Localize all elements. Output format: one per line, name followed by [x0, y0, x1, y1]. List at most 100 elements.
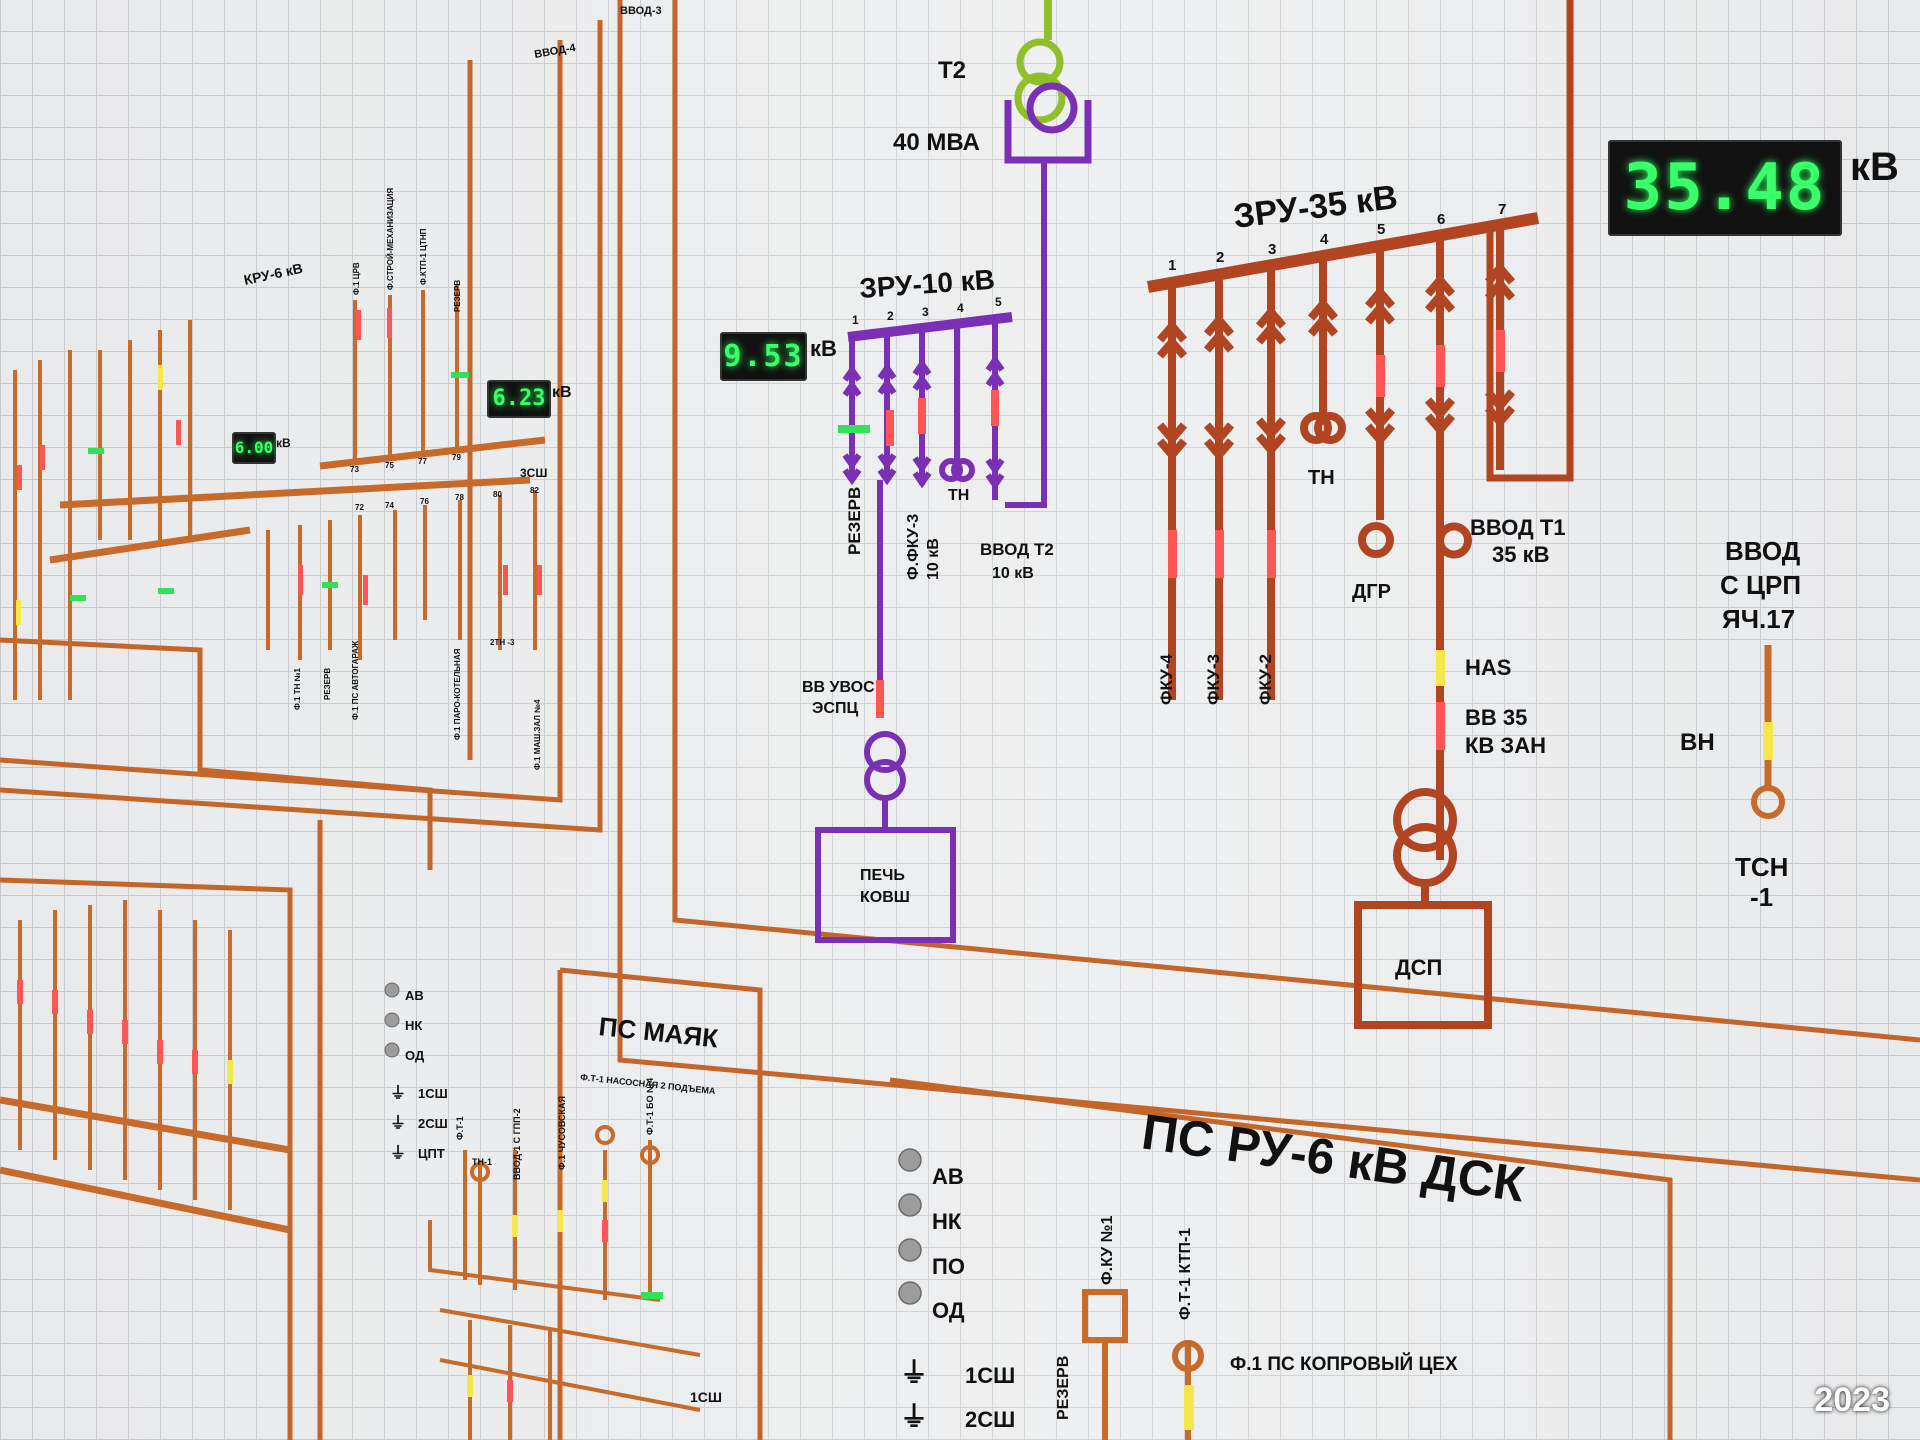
mayak-feeder-4: Ф.1 ЧУСОВСКАЯ	[557, 1096, 567, 1170]
kru6-yellow-1	[158, 365, 163, 390]
dsk-led-po	[898, 1238, 922, 1262]
kru6-red-7	[17, 465, 22, 490]
mayak-led-av	[384, 982, 400, 998]
kru6-green-1	[451, 372, 469, 378]
kru6-mid-num-2: 74	[385, 501, 394, 510]
bb35-b: КВ ЗАН	[1465, 733, 1546, 758]
kru6-top-feeder-2: Ф.СТРОЙ-МЕХАНИЗАЦИЯ	[386, 188, 395, 290]
zru35-section: ЗРУ-35 кВ 1 2 3 4 5 6 7	[1146, 0, 1574, 1029]
dsk-section: ПС РУ-6 кВ ДСК АВ НК ПО ОД 1СШ 2СШ ⏚ ⏚ Ф…	[898, 1103, 1528, 1440]
mayak-feeder-1: Ф.Т-1	[455, 1116, 465, 1140]
display-10kv-unit: кВ	[810, 336, 837, 361]
kru6-red-4	[503, 565, 508, 595]
zru35-indicator-red-5	[1376, 355, 1385, 397]
dsk-legend-2sh: 2СШ	[965, 1407, 1015, 1432]
dsk-legend-av: АВ	[932, 1164, 964, 1189]
kru6-mid-num-6: 82	[530, 486, 539, 495]
mayak-bus: 1СШ	[690, 1389, 722, 1405]
kru6-green-5	[70, 595, 86, 601]
kru6-red-9	[176, 420, 181, 445]
zru10-cell-3: 3	[922, 305, 929, 319]
kru6-bottom-feeder-4: 2ТН -3	[490, 638, 515, 647]
mayak-red-2	[507, 1380, 513, 1402]
kru6-green-3	[88, 448, 104, 454]
mayak-yellow-1	[512, 1215, 518, 1237]
display-35kv-unit: кВ	[1850, 145, 1899, 189]
kru6-red-3	[537, 565, 542, 595]
kru6-red-2	[387, 308, 392, 338]
fku2-breaker	[1267, 530, 1276, 578]
vn-indicator	[1763, 722, 1773, 760]
crp-line3: ЯЧ.17	[1722, 604, 1795, 634]
kru6-mid-num-3: 76	[420, 497, 429, 506]
kru6-top-num-3: 77	[418, 457, 427, 466]
display-35kv: 35.48	[1608, 140, 1842, 236]
zru35-cell-4: 4	[1320, 231, 1329, 248]
zru35-title: ЗРУ-35 кВ	[1231, 178, 1399, 236]
zru10-indicator-red-5	[991, 390, 999, 426]
mayak-red-1	[602, 1220, 608, 1242]
zru35-cell-2: 2	[1216, 249, 1224, 266]
kru6-top-feeder-4: РЕЗЕРВ	[453, 280, 462, 312]
vn-label: ВН	[1680, 729, 1715, 756]
mayak-legend-nk: НК	[405, 1018, 422, 1033]
zru10-indicator-red-2	[886, 410, 894, 446]
feeder-fku3: ФКУ-3	[1204, 654, 1223, 705]
mayak-led-nk	[384, 1012, 400, 1028]
display-6kv-b: 6.00	[232, 432, 276, 464]
crp-line1: ВВОД	[1725, 536, 1801, 566]
fku4-breaker	[1168, 530, 1177, 578]
t2-transformer: Т2 40 МВА	[893, 0, 1092, 508]
mayak-yellow-4	[467, 1375, 473, 1397]
tsn-a: ТСН	[1735, 852, 1788, 882]
mayak-green-1	[641, 1292, 663, 1299]
kru6-mid-num-5: 80	[493, 490, 502, 499]
zru10-fku3-b: 10 кВ	[925, 538, 942, 580]
crp-input: ВВОД С ЦРП ЯЧ.17 ВН ТСН -1	[1680, 536, 1801, 912]
dsk-legend-1sh: 1СШ	[965, 1363, 1015, 1388]
ground-icon-1sh: ⏚	[390, 1084, 406, 1102]
mayak-led-od	[384, 1042, 400, 1058]
zru10-input-a: ВВОД Т2	[980, 540, 1054, 559]
kru6-bottom-feeder-3: Ф.1 МАШ.ЗАЛ №4	[533, 699, 542, 770]
dsk-led-av	[898, 1148, 922, 1172]
zru10-cell-1: 1	[852, 313, 859, 327]
mayak-legend-1sh: 1СШ	[418, 1086, 448, 1101]
t2-name: Т2	[938, 57, 966, 84]
mayak-legend-od: ОД	[405, 1048, 425, 1063]
zru10-indicator-green	[838, 425, 870, 433]
left-lower-feeders	[0, 900, 291, 1234]
ground-icon-cpt: ⏚	[390, 1144, 406, 1162]
zru10-uvos-breaker	[876, 680, 884, 718]
dsk-feeder-3: Ф.Т-1 КТП-1	[1177, 1228, 1194, 1320]
kru6-top-num-1: 73	[350, 465, 359, 474]
vvod-t1-a: ВВОД Т1	[1470, 515, 1566, 540]
fku3-breaker	[1215, 530, 1224, 578]
kru6-bottom-feeder-1: Ф.1 ПС АВТОГАРАЖ	[351, 640, 360, 720]
kru6-red-5	[298, 565, 303, 595]
dsk-yellow-1	[1184, 1385, 1194, 1430]
dsk-legend-od: ОД	[932, 1298, 965, 1323]
kru6-green-2	[322, 582, 338, 588]
bb35-breaker	[1436, 702, 1445, 750]
vvod4-label: ВВОД-4	[533, 42, 577, 61]
zru35-dgr: ДГР	[1352, 581, 1391, 603]
zru10-cell-2: 2	[887, 309, 894, 323]
mayak-feeder-2: ТН-1	[472, 1157, 492, 1167]
dsk-led-od	[898, 1281, 922, 1305]
has-indicator	[1436, 650, 1445, 686]
mayak-yellow-3	[602, 1180, 608, 1202]
kru6-bottom-feeder-2: Ф.1 ПАРО-КОТЕЛЬНАЯ	[453, 648, 462, 740]
year-caption: 2023	[1814, 1381, 1890, 1419]
zru10-cell-4: 4	[957, 301, 964, 315]
feeder-fku2: ФКУ-2	[1256, 654, 1275, 705]
kru6-top-num-4: 79	[452, 453, 461, 462]
zru10-indicator-red-3	[918, 398, 926, 434]
mayak-legend-cpt: ЦПТ	[418, 1146, 445, 1161]
left-lower-indicators	[17, 980, 233, 1084]
crp-line2: С ЦРП	[1720, 570, 1801, 600]
zru35-th: ТН	[1308, 467, 1335, 489]
dsk-legend-po: ПО	[932, 1254, 965, 1279]
